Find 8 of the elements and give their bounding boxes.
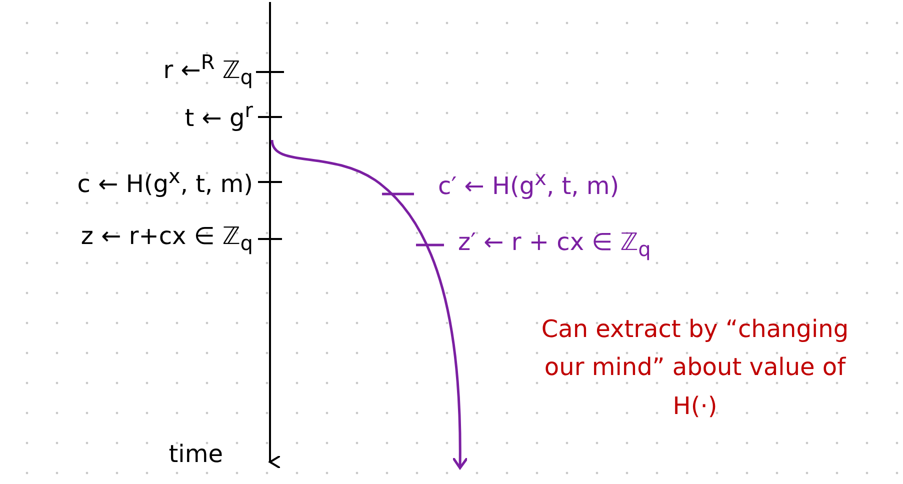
axis-label: time [168, 442, 223, 466]
formula-label: z ← r+cx ∈ ℤ$_{q}$ [80, 224, 253, 253]
formula-label: c′ ← H(g$^{x}$, t, m) [438, 168, 620, 198]
annotation-note: Can extract by “changing our mind” about value of H(·) [540, 314, 850, 422]
formula-label: c ← H(g$^{x}$, t, m) [77, 166, 253, 196]
formula-label: r ←$^{R}$ ℤ$_{q}$ [163, 52, 253, 87]
formula-label: z′ ← r + cx ∈ ℤ$_{q}$ [458, 230, 651, 259]
formula-label: t ← g$^{r}$ [184, 100, 253, 130]
